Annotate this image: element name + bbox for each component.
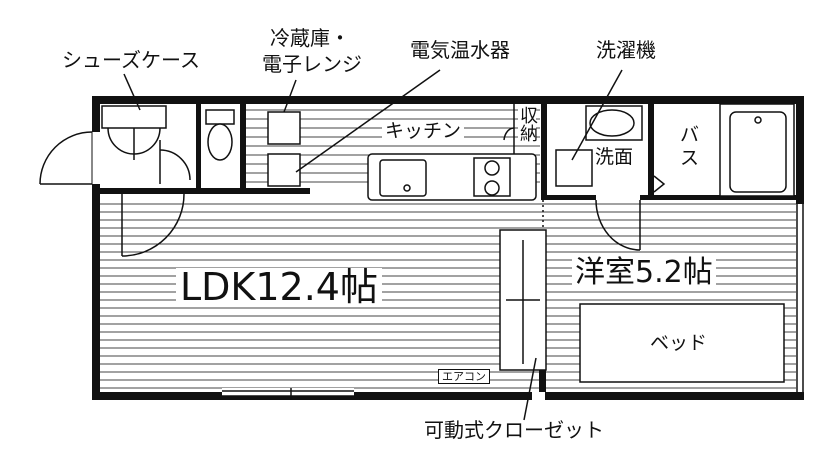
shoe-case <box>101 105 191 184</box>
washroom-label: 洗面 <box>595 146 634 168</box>
kitchen-counter <box>367 153 537 201</box>
fridge-label-line2: 電子レンジ <box>262 52 362 76</box>
storage-doors <box>503 104 515 154</box>
storage-label: 収納 <box>517 106 538 142</box>
fridge-label-line1: 冷蔵庫・ <box>270 26 350 50</box>
window <box>222 388 354 400</box>
kitchen-label: キッチン <box>382 122 465 141</box>
toilet <box>205 109 235 161</box>
western-room-label: 洋室5.2帖 <box>572 258 716 288</box>
bed-label: ベッド <box>650 332 708 354</box>
movable-closet-label: 可動式クローゼット <box>424 418 604 442</box>
aircon-label: エアコン <box>438 369 490 384</box>
walls <box>92 96 804 400</box>
ldk-label: LDK12.4帖 <box>176 268 382 306</box>
wash-basin <box>585 105 643 141</box>
entrance-door <box>39 131 93 185</box>
leader-lines <box>123 69 623 421</box>
shoes-case-label: シューズケース <box>62 48 200 72</box>
room-door <box>595 199 641 251</box>
ldk-door <box>121 193 185 257</box>
washer-label: 洗濯機 <box>596 38 656 62</box>
bathtub <box>653 103 795 197</box>
water-heater-label: 電気温水器 <box>410 38 510 62</box>
side-window <box>796 204 804 392</box>
movable-closet-outline <box>499 229 547 371</box>
bath-label: バス <box>680 124 700 169</box>
